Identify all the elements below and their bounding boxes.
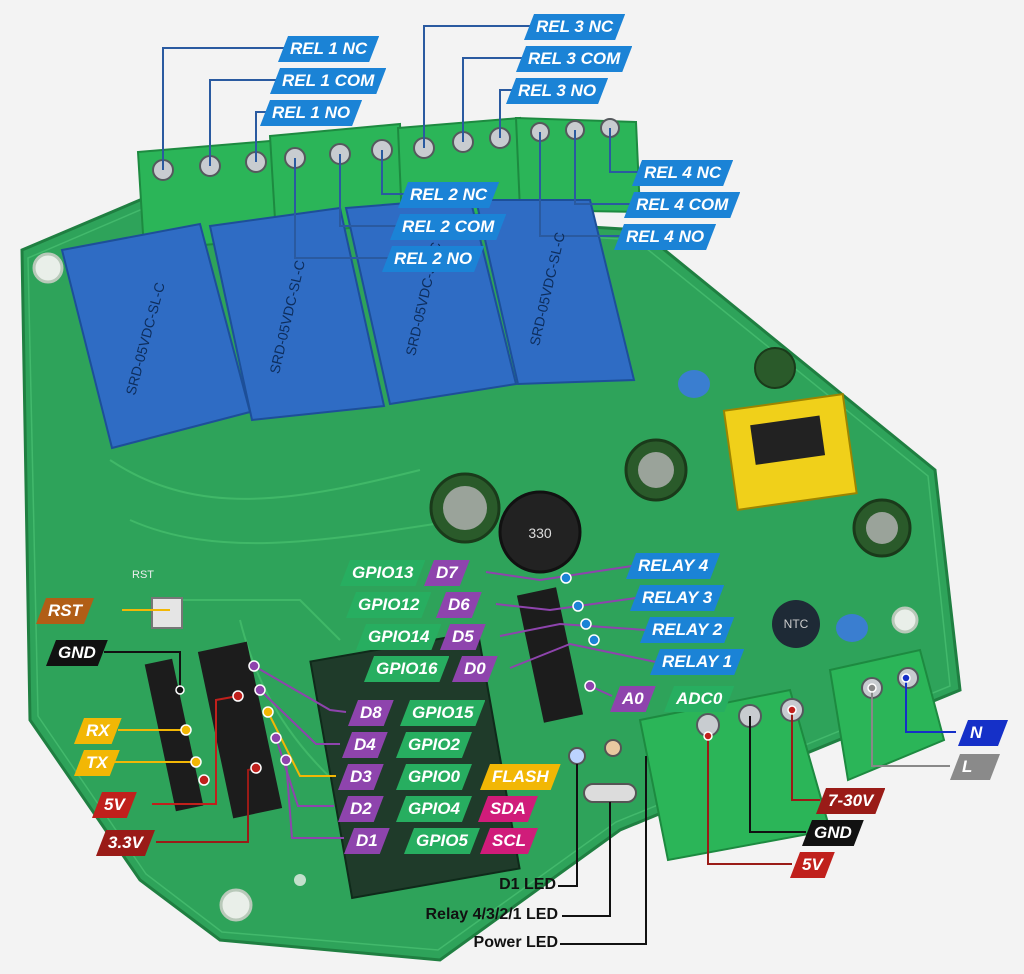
label-3v3: 3.3V	[96, 830, 155, 856]
label-rel1-no: REL 1 NO	[260, 100, 362, 126]
svg-text:NTC: NTC	[784, 617, 809, 631]
label-gpio4: GPIO4	[396, 796, 472, 822]
label-gpio2: GPIO2	[396, 732, 472, 758]
label-rel4-com: REL 4 COM	[624, 192, 740, 218]
label-gnd-left: GND	[46, 640, 108, 666]
pin-headers	[144, 587, 584, 819]
inductor	[498, 490, 582, 574]
mounting-hole	[32, 252, 64, 284]
label-gpio14: GPIO14	[356, 624, 441, 650]
label-flash: FLASH	[480, 764, 561, 790]
mounting-hole	[219, 888, 253, 922]
label-rel4-no: REL 4 NO	[614, 224, 716, 250]
label-rel1-com: REL 1 COM	[270, 68, 386, 94]
label-gpio16: GPIO16	[364, 656, 449, 682]
ntc-thermistor	[772, 600, 820, 648]
label-rel3-com: REL 3 COM	[516, 46, 632, 72]
label-rel2-com: REL 2 COM	[390, 214, 506, 240]
label-rel4-nc: REL 4 NC	[632, 160, 733, 186]
label-gpio5: GPIO5	[404, 828, 480, 854]
reset-button	[151, 597, 183, 629]
d1-led	[568, 747, 586, 765]
power-terminal-blocks	[638, 648, 946, 862]
label-rel1-nc: REL 1 NC	[278, 36, 379, 62]
label-7-30v: 7-30V	[816, 788, 885, 814]
label-relay1: RELAY 1	[650, 649, 744, 675]
label-relay2: RELAY 2	[640, 617, 734, 643]
label-rel2-nc: REL 2 NC	[398, 182, 499, 208]
label-relay-led: Relay 4/3/2/1 LED	[425, 906, 558, 923]
label-gpio15: GPIO15	[400, 700, 485, 726]
power-led	[604, 739, 622, 757]
label-d1-led: D1 LED	[499, 876, 556, 893]
label-power-led: Power LED	[473, 934, 558, 951]
mounting-hole	[891, 606, 919, 634]
label-rel3-no: REL 3 NO	[506, 78, 608, 104]
label-scl: SCL	[480, 828, 538, 854]
relay-led-array	[583, 783, 637, 803]
label-rst: RST	[36, 598, 94, 624]
label-d8: D8	[348, 700, 394, 726]
inductor-label: 330	[528, 525, 552, 541]
label-gpio13: GPIO13	[340, 560, 425, 586]
label-gpio12: GPIO12	[346, 592, 431, 618]
svg-text:RST: RST	[132, 569, 154, 581]
label-rel2-no: REL 2 NO	[382, 246, 484, 272]
label-sda: SDA	[478, 796, 538, 822]
label-rel3-nc: REL 3 NC	[524, 14, 625, 40]
label-gpio0: GPIO0	[396, 764, 472, 790]
capacitors	[429, 347, 912, 558]
label-gnd-power: GND	[802, 820, 864, 846]
label-relay3: RELAY 3	[630, 585, 724, 611]
label-relay4: RELAY 4	[626, 553, 720, 579]
label-adc0: ADC0	[664, 686, 734, 712]
